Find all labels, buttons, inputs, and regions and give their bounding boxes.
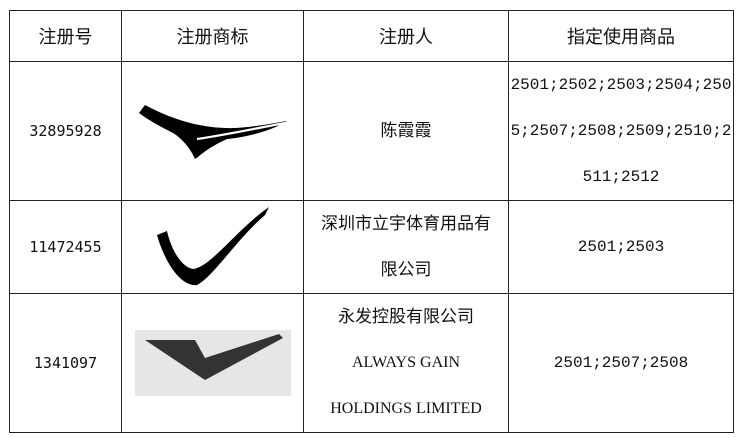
- header-goods: 指定使用商品: [508, 10, 734, 62]
- swoosh-logo-icon: [134, 99, 291, 163]
- table-row: 11472455 深圳市立宇体育用品有限公司 2501;2503: [9, 200, 734, 294]
- goods-cell: 2501;2502;2503;2504;2505;2507;2508;2509;…: [508, 61, 734, 201]
- header-mark: 注册商标: [121, 10, 304, 62]
- table-row: 1341097 永发控股有限公司 ALWAYS GAIN HOLDINGS LI…: [9, 293, 734, 433]
- goods-cell: 2501;2503: [508, 200, 734, 294]
- mark-cell: [121, 61, 304, 201]
- header-reg-no: 注册号: [9, 10, 122, 62]
- registrant-cell: 永发控股有限公司 ALWAYS GAIN HOLDINGS LIMITED: [303, 293, 509, 433]
- table-row: 32895928 陈霞霞 2501;2502;2503;2504;2505;25…: [9, 61, 734, 201]
- reg-no-cell: 32895928: [9, 61, 122, 201]
- goods-cell: 2501;2507;2508: [508, 293, 734, 433]
- reg-no-cell: 11472455: [9, 200, 122, 294]
- registrant-cell: 陈霞霞: [303, 61, 509, 201]
- mark-cell: [121, 293, 304, 433]
- reg-no-cell: 1341097: [9, 293, 122, 433]
- registrant-name: 深圳市立宇体育用品有限公司: [321, 214, 491, 280]
- header-registrant: 注册人: [303, 10, 509, 62]
- registrant-name-en: ALWAYS GAIN HOLDINGS LIMITED: [330, 354, 482, 417]
- trademark-table: 注册号 注册商标 注册人 指定使用商品 32895928 陈霞霞 2501;25…: [9, 10, 734, 433]
- mark-cell: [121, 200, 304, 294]
- registrant-name: 陈霞霞: [380, 121, 432, 141]
- registrant-cell: 深圳市立宇体育用品有限公司: [303, 200, 509, 294]
- registrant-name-cn: 永发控股有限公司: [338, 307, 474, 327]
- table-header-row: 注册号 注册商标 注册人 指定使用商品: [9, 10, 734, 62]
- checkmark-logo-icon: [152, 205, 273, 289]
- chevron-logo-icon: [134, 330, 291, 396]
